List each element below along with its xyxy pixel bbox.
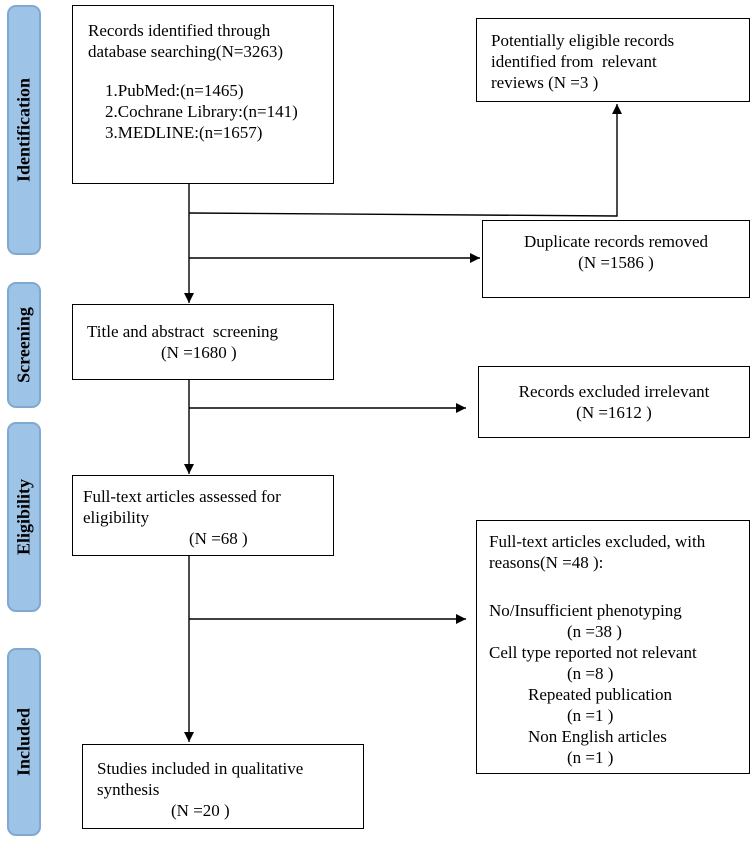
included-box: Studies included in qualitative synthesi… [82, 744, 364, 829]
reason-repeated: Repeated publication [528, 685, 672, 704]
eligible-reviews-line-1: Potentially eligible records [491, 31, 675, 50]
duplicates-label: Duplicate records removed [523, 232, 709, 251]
records-identified-title-1: Records identified through [88, 21, 271, 40]
excluded-irrelevant-count: (N =1612 ) [576, 403, 652, 422]
source-pubmed: 1.PubMed:(n=1465) [105, 81, 244, 100]
included-line-1: Studies included in qualitative [97, 759, 304, 778]
full-text-excluded-title-1: Full-text articles excluded, with [489, 532, 706, 551]
full-text-excluded-box: Full-text articles excluded, with reason… [476, 520, 750, 774]
phase-identification: Identification [7, 5, 41, 255]
full-text-box: Full-text articles assessed for eligibil… [72, 475, 334, 556]
reason-non-english-count: (n =1 ) [567, 748, 614, 767]
eligible-reviews-box: Potentially eligible records identified … [476, 18, 750, 102]
full-text-line-2: eligibility [83, 508, 150, 527]
reason-phenotyping-count: (n =38 ) [567, 622, 622, 641]
included-count: (N =20 ) [171, 801, 230, 820]
duplicates-count: (N =1586 ) [578, 253, 654, 272]
title-abstract-box: Title and abstract screening (N =1680 ) [72, 304, 334, 380]
source-medline: 3.MEDLINE:(n=1657) [105, 123, 263, 142]
phase-eligibility: Eligibility [7, 422, 41, 612]
reason-cell-type-count: (n =8 ) [567, 664, 614, 683]
duplicates-box: Duplicate records removed (N =1586 ) [482, 220, 750, 298]
reason-non-english: Non English articles [528, 727, 667, 746]
full-text-excluded-title-2: reasons(N =48 ): [489, 553, 604, 572]
full-text-line-1: Full-text articles assessed for [83, 487, 281, 506]
eligible-reviews-line-2: identified from relevant [491, 52, 657, 71]
records-identified-title-2: database searching(N=3263) [88, 42, 284, 61]
title-abstract-count: (N =1680 ) [161, 343, 237, 362]
source-list: 1.PubMed:(n=1465) 2.Cochrane Library:(n=… [88, 80, 333, 143]
records-identified-box: Records identified through database sear… [72, 5, 334, 184]
reason-cell-type: Cell type reported not relevant [489, 643, 697, 662]
title-abstract-label: Title and abstract screening [87, 322, 279, 341]
full-text-count: (N =68 ) [189, 529, 248, 548]
exclusion-reasons-list: No/Insufficient phenotyping (n =38 ) Cel… [489, 600, 749, 768]
eligible-reviews-line-3: reviews (N =3 ) [491, 73, 599, 92]
connector-to-reviews [188, 104, 622, 217]
excluded-irrelevant-box: Records excluded irrelevant (N =1612 ) [478, 366, 750, 438]
phase-screening: Screening [7, 282, 41, 408]
source-cochrane: 2.Cochrane Library:(n=141) [105, 102, 298, 121]
excluded-irrelevant-label: Records excluded irrelevant [518, 382, 710, 401]
phase-included: Included [7, 648, 41, 836]
reason-repeated-count: (n =1 ) [567, 706, 614, 725]
reason-phenotyping: No/Insufficient phenotyping [489, 601, 682, 620]
included-line-2: synthesis [97, 780, 160, 799]
